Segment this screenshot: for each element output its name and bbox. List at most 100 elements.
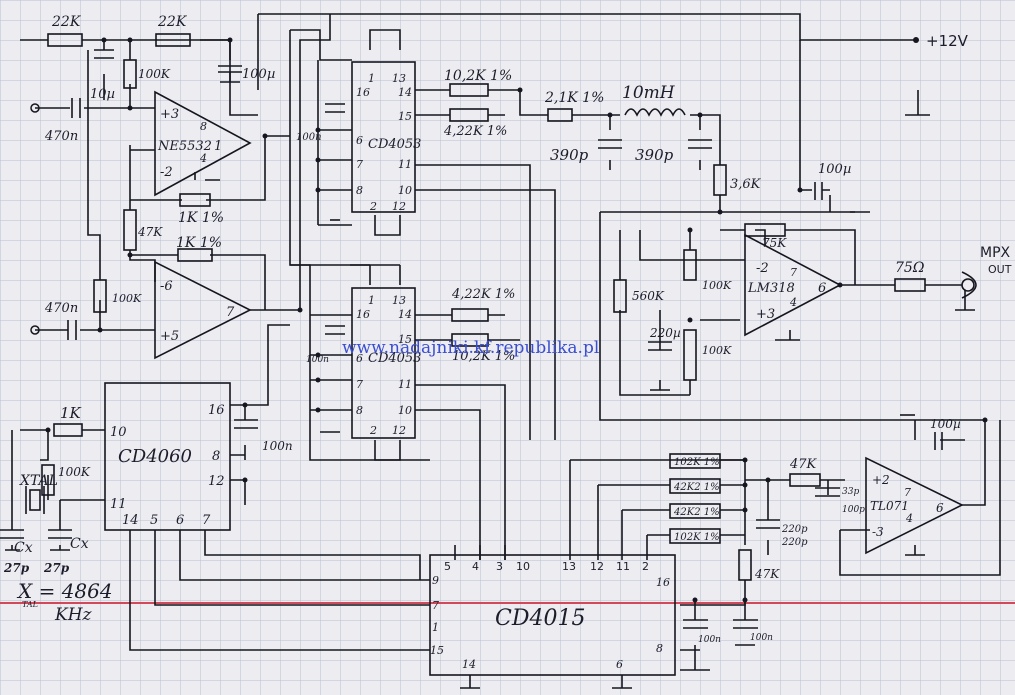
- pin-label: 1: [214, 139, 222, 154]
- mpx-label: MPX: [980, 245, 1011, 261]
- pin-label: 6: [356, 352, 363, 365]
- pin-label: 2: [369, 200, 377, 213]
- pin-label: -6: [160, 279, 173, 294]
- c-100u-top-label: 100µ: [242, 67, 275, 82]
- c-220p-1-label: 220p: [781, 524, 808, 535]
- supply-label: +12V: [926, 32, 969, 50]
- pin-label: 16: [356, 308, 370, 321]
- capacitors: [0, 49, 943, 629]
- r-560k-label: 560K: [632, 289, 665, 303]
- r-ladder2-label: 42K2 1%: [673, 482, 720, 493]
- cd4053-bottom-label: CD4053: [368, 351, 421, 366]
- pin-label: 4: [905, 512, 913, 525]
- c-100p-label: 100p: [842, 505, 865, 515]
- r-422k-top-label: 4,22K 1%: [443, 124, 507, 139]
- r-102k-bot-label: 10,2K 1%: [452, 349, 515, 364]
- crystal: [25, 486, 45, 514]
- c-100n-4015a-label: 100n: [698, 635, 721, 645]
- r-fb2-label: 1K 1%: [176, 235, 222, 251]
- ne5532-b: [154, 260, 252, 360]
- ne5532-a: [154, 90, 252, 197]
- cx2-value: 27p: [43, 561, 70, 575]
- r-in-top-label: 22K: [51, 14, 82, 30]
- pin-label: 12: [392, 424, 406, 437]
- cd4015: [429, 554, 676, 676]
- pin-label: 15: [430, 644, 444, 657]
- cx2-label: Cx: [70, 536, 89, 552]
- pin-label: 8: [212, 449, 220, 464]
- pin-label: 13: [392, 72, 406, 85]
- pin-label: 9: [432, 574, 439, 587]
- r-100k-div1-label: 100K: [702, 279, 732, 292]
- pin-label: 7: [226, 305, 235, 320]
- tl071-label: TL071: [870, 499, 909, 513]
- cd4053-top: [351, 61, 416, 213]
- c-470n-bot-label: 470n: [44, 301, 78, 316]
- pin-label: 10: [110, 425, 127, 440]
- pin-label: 11: [616, 560, 630, 573]
- crystal-note-freq: X = 4864: [16, 579, 113, 603]
- r-422k-bot-label: 4,22K 1%: [451, 287, 515, 302]
- cx1-label: Cx: [14, 540, 33, 556]
- c-100n-4015b-label: 100n: [750, 633, 773, 643]
- lm318-label: LM318: [747, 281, 795, 296]
- r-ladder1-label: 102K 1%: [674, 457, 720, 468]
- pin-label: 1: [368, 294, 375, 307]
- output-jack: [961, 271, 977, 299]
- pin-label: 8: [200, 120, 207, 133]
- pin-label: 6: [616, 658, 623, 671]
- pin-label: 15: [398, 333, 412, 346]
- pin-label: 5: [150, 513, 158, 528]
- pin-label: 10: [516, 560, 530, 573]
- pin-label: 8: [356, 184, 363, 197]
- pin-label: 1: [368, 72, 375, 85]
- pin-label: 6: [936, 501, 944, 515]
- pin-label: 16: [656, 576, 670, 589]
- c-100n-4053b-label: 100n: [306, 355, 329, 365]
- r-out-label: 75Ω: [895, 260, 925, 276]
- cd4060-label: CD4060: [118, 446, 192, 467]
- pin-label: 7: [356, 378, 363, 391]
- r-1k-osc-label: 1K: [60, 404, 82, 422]
- c-100u-tl-label: 100µ: [930, 417, 961, 431]
- c-390p-2-label: 390p: [635, 146, 674, 164]
- pin-label: -2: [756, 261, 769, 276]
- c-33p-label: 33p: [842, 487, 859, 497]
- pin-label: 16: [208, 403, 225, 418]
- r-100k-osc-label: 100K: [58, 465, 91, 479]
- cd4053-bottom: [351, 287, 416, 439]
- crystal-note-unit: KHz: [54, 605, 93, 625]
- r-75k-label: 75K: [762, 236, 787, 250]
- pin-label: 11: [110, 497, 127, 512]
- r-mid-top-label: 22K: [157, 14, 188, 30]
- pin-label: 6: [356, 134, 363, 147]
- c-10u-label: 10µ: [90, 87, 115, 102]
- pin-label: 14: [398, 308, 412, 321]
- ne5532-label: NE5532: [157, 139, 212, 154]
- pin-label: 10: [398, 404, 412, 417]
- pin-label: +3: [160, 107, 179, 122]
- c-390p-1-label: 390p: [550, 146, 589, 164]
- c-470n-top-label: 470n: [44, 129, 78, 144]
- pin-label: 13: [562, 560, 576, 573]
- pin-label: +3: [756, 307, 775, 322]
- pin-label: 13: [392, 294, 406, 307]
- pin-label: +2: [872, 473, 890, 487]
- c-100n-4053-label: 100n: [296, 132, 322, 143]
- cd4053-top-label: CD4053: [368, 137, 421, 152]
- pin-label: 8: [356, 404, 363, 417]
- pin-label: -2: [160, 165, 173, 180]
- pin-label: 2: [642, 560, 649, 573]
- out-label: OUT: [988, 263, 1012, 276]
- junctions: [30, 37, 988, 603]
- r-47k-tl-label: 47K: [789, 457, 818, 472]
- ground-symbols: [5, 90, 975, 689]
- ic-bodies: [104, 61, 964, 676]
- pin-label: 12: [590, 560, 604, 573]
- pin-label: 16: [356, 86, 370, 99]
- c-220p-2-label: 220p: [781, 537, 808, 548]
- pin-label: 11: [398, 378, 412, 391]
- c-100u-lm-label: 100µ: [818, 162, 851, 177]
- r-36k-label: 3,6K: [730, 177, 762, 192]
- pin-label: 7: [904, 486, 911, 499]
